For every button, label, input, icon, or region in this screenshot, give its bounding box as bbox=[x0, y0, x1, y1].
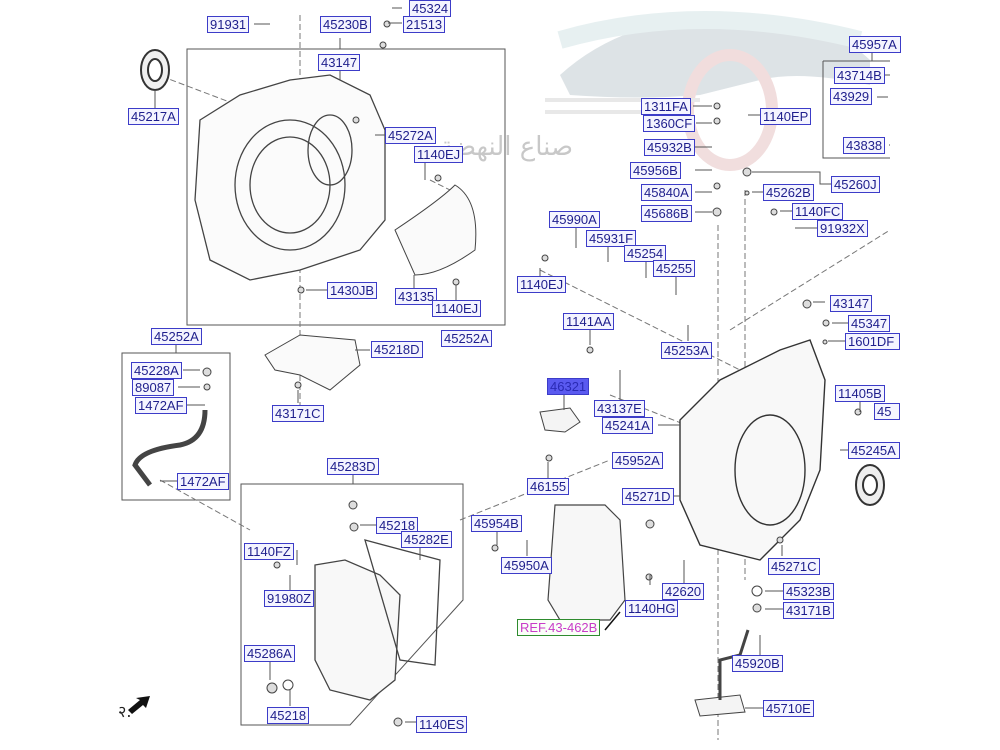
part-label-1140ES[interactable]: 1140ES bbox=[416, 716, 468, 733]
part-label-89087[interactable]: 89087 bbox=[132, 379, 175, 396]
part-label-45272A[interactable]: 45272A bbox=[385, 127, 436, 144]
part-label-45271C[interactable]: 45271C bbox=[768, 558, 820, 575]
part-label-45686B[interactable]: 45686B bbox=[641, 205, 692, 222]
part-label-43137E[interactable]: 43137E bbox=[594, 400, 645, 417]
part-label-45324[interactable]: 45324 bbox=[409, 0, 452, 17]
reference-arrow bbox=[604, 611, 621, 631]
part-label-45990A[interactable]: 45990A bbox=[549, 211, 600, 228]
part-label-43929[interactable]: 43929 bbox=[830, 88, 873, 105]
direction-marker-text: २. bbox=[118, 702, 132, 721]
part-label-45323B[interactable]: 45323B bbox=[783, 583, 834, 600]
watermark-car-logo bbox=[545, 11, 870, 171]
shield-plate-part bbox=[394, 184, 477, 276]
part-label-43171C[interactable]: 43171C bbox=[272, 405, 324, 422]
part-label-45230B[interactable]: 45230B bbox=[320, 16, 371, 33]
rear-oil-seal-part bbox=[855, 464, 885, 506]
part-label-1141AA[interactable]: 1141AA bbox=[563, 313, 615, 330]
part-label-43135[interactable]: 43135 bbox=[395, 288, 438, 305]
part-label-45252A[interactable]: 45252A bbox=[441, 330, 492, 347]
part-label-45710E[interactable]: 45710E bbox=[763, 700, 814, 717]
part-label-46155[interactable]: 46155 bbox=[527, 478, 570, 495]
part-label-1601DF[interactable]: 1601DF bbox=[845, 333, 900, 350]
valve-body-part bbox=[547, 504, 626, 621]
part-label-45218[interactable]: 45218 bbox=[376, 517, 419, 534]
oil-filter-part bbox=[539, 407, 581, 433]
part-label-45954B[interactable]: 45954B bbox=[471, 515, 522, 532]
part-label-11405B[interactable]: 11405B bbox=[835, 385, 885, 402]
part-label-45218D[interactable]: 45218D bbox=[371, 341, 423, 358]
part-label-45254[interactable]: 45254 bbox=[624, 245, 667, 262]
part-label-1140EJ[interactable]: 1140EJ bbox=[432, 300, 482, 317]
part-label-43714B[interactable]: 43714B bbox=[834, 67, 885, 84]
part-label-45260J[interactable]: 45260J bbox=[831, 176, 880, 193]
part-label-46321-highlighted[interactable]: 46321 bbox=[547, 378, 590, 395]
part-label-45920B[interactable]: 45920B bbox=[732, 655, 783, 672]
part-label-45252A[interactable]: 45252A bbox=[151, 328, 202, 345]
part-label-45347[interactable]: 45347 bbox=[848, 315, 891, 332]
part-label-45262B[interactable]: 45262B bbox=[763, 184, 814, 201]
part-label-45283D[interactable]: 45283D bbox=[327, 458, 379, 475]
part-label-45840A[interactable]: 45840A bbox=[641, 184, 692, 201]
part-label-91931[interactable]: 91931 bbox=[207, 16, 250, 33]
part-label-43147[interactable]: 43147 bbox=[318, 54, 361, 71]
part-label-21513[interactable]: 21513 bbox=[403, 16, 446, 33]
part-label-43171B[interactable]: 43171B bbox=[783, 602, 834, 619]
part-label-45-truncated[interactable]: 45 bbox=[874, 403, 900, 420]
part-label-45217A[interactable]: 45217A bbox=[128, 108, 179, 125]
part-label-45950A[interactable]: 45950A bbox=[501, 557, 552, 574]
part-label-1140FZ[interactable]: 1140FZ bbox=[244, 543, 294, 560]
front-case-group-bracket bbox=[186, 48, 506, 326]
part-label-45957A[interactable]: 45957A bbox=[849, 36, 901, 53]
part-label-45932B[interactable]: 45932B bbox=[644, 139, 695, 156]
part-label-1472AF[interactable]: 1472AF bbox=[177, 473, 229, 490]
bracket-45957A-group bbox=[822, 60, 890, 159]
hose-group-bracket bbox=[121, 352, 231, 501]
part-label-1360CF[interactable]: 1360CF bbox=[643, 115, 696, 132]
part-label-91980Z[interactable]: 91980Z bbox=[264, 590, 315, 607]
oil-pipe-part bbox=[718, 629, 750, 700]
part-label-45282E[interactable]: 45282E bbox=[401, 531, 452, 548]
reference-link-43-462B[interactable]: REF.43-462B bbox=[517, 619, 601, 636]
part-label-45228A[interactable]: 45228A bbox=[131, 362, 182, 379]
oil-pan-part bbox=[314, 539, 441, 701]
part-label-45245A[interactable]: 45245A bbox=[848, 442, 900, 459]
part-label-1430JB[interactable]: 1430JB bbox=[327, 282, 378, 299]
part-label-45286A[interactable]: 45286A bbox=[244, 645, 295, 662]
oil-seal-part bbox=[140, 49, 170, 91]
part-label-42620[interactable]: 42620 bbox=[662, 583, 705, 600]
part-label-1311FA[interactable]: 1311FA bbox=[641, 98, 691, 115]
front-direction-arrow-icon bbox=[128, 696, 150, 714]
part-label-1140EJ[interactable]: 1140EJ bbox=[517, 276, 567, 293]
part-label-45271D[interactable]: 45271D bbox=[622, 488, 674, 505]
part-label-1140EJ[interactable]: 1140EJ bbox=[414, 146, 464, 163]
part-label-91932X[interactable]: 91932X bbox=[817, 220, 868, 237]
part-label-45255[interactable]: 45255 bbox=[653, 260, 696, 277]
oil-strainer-part bbox=[694, 694, 746, 717]
part-label-45241A[interactable]: 45241A bbox=[602, 417, 653, 434]
bracket-part bbox=[264, 334, 361, 391]
breather-hose-part bbox=[132, 409, 208, 487]
part-label-43147[interactable]: 43147 bbox=[830, 295, 873, 312]
part-label-1472AF[interactable]: 1472AF bbox=[135, 397, 187, 414]
part-label-1140EP[interactable]: 1140EP bbox=[760, 108, 812, 125]
part-label-45218[interactable]: 45218 bbox=[267, 707, 310, 724]
part-label-45253A[interactable]: 45253A bbox=[661, 342, 712, 359]
part-label-43838[interactable]: 43838 bbox=[843, 137, 886, 154]
rear-transmission-case bbox=[679, 339, 826, 561]
oil-pan-group-bracket bbox=[240, 483, 464, 726]
part-label-45956B[interactable]: 45956B bbox=[630, 162, 681, 179]
part-label-1140FC[interactable]: 1140FC bbox=[792, 203, 844, 220]
front-transmission-case bbox=[194, 74, 386, 281]
part-label-45931F[interactable]: 45931F bbox=[586, 230, 637, 247]
part-label-45952A[interactable]: 45952A bbox=[612, 452, 663, 469]
part-label-1140HG[interactable]: 1140HG bbox=[625, 600, 679, 617]
